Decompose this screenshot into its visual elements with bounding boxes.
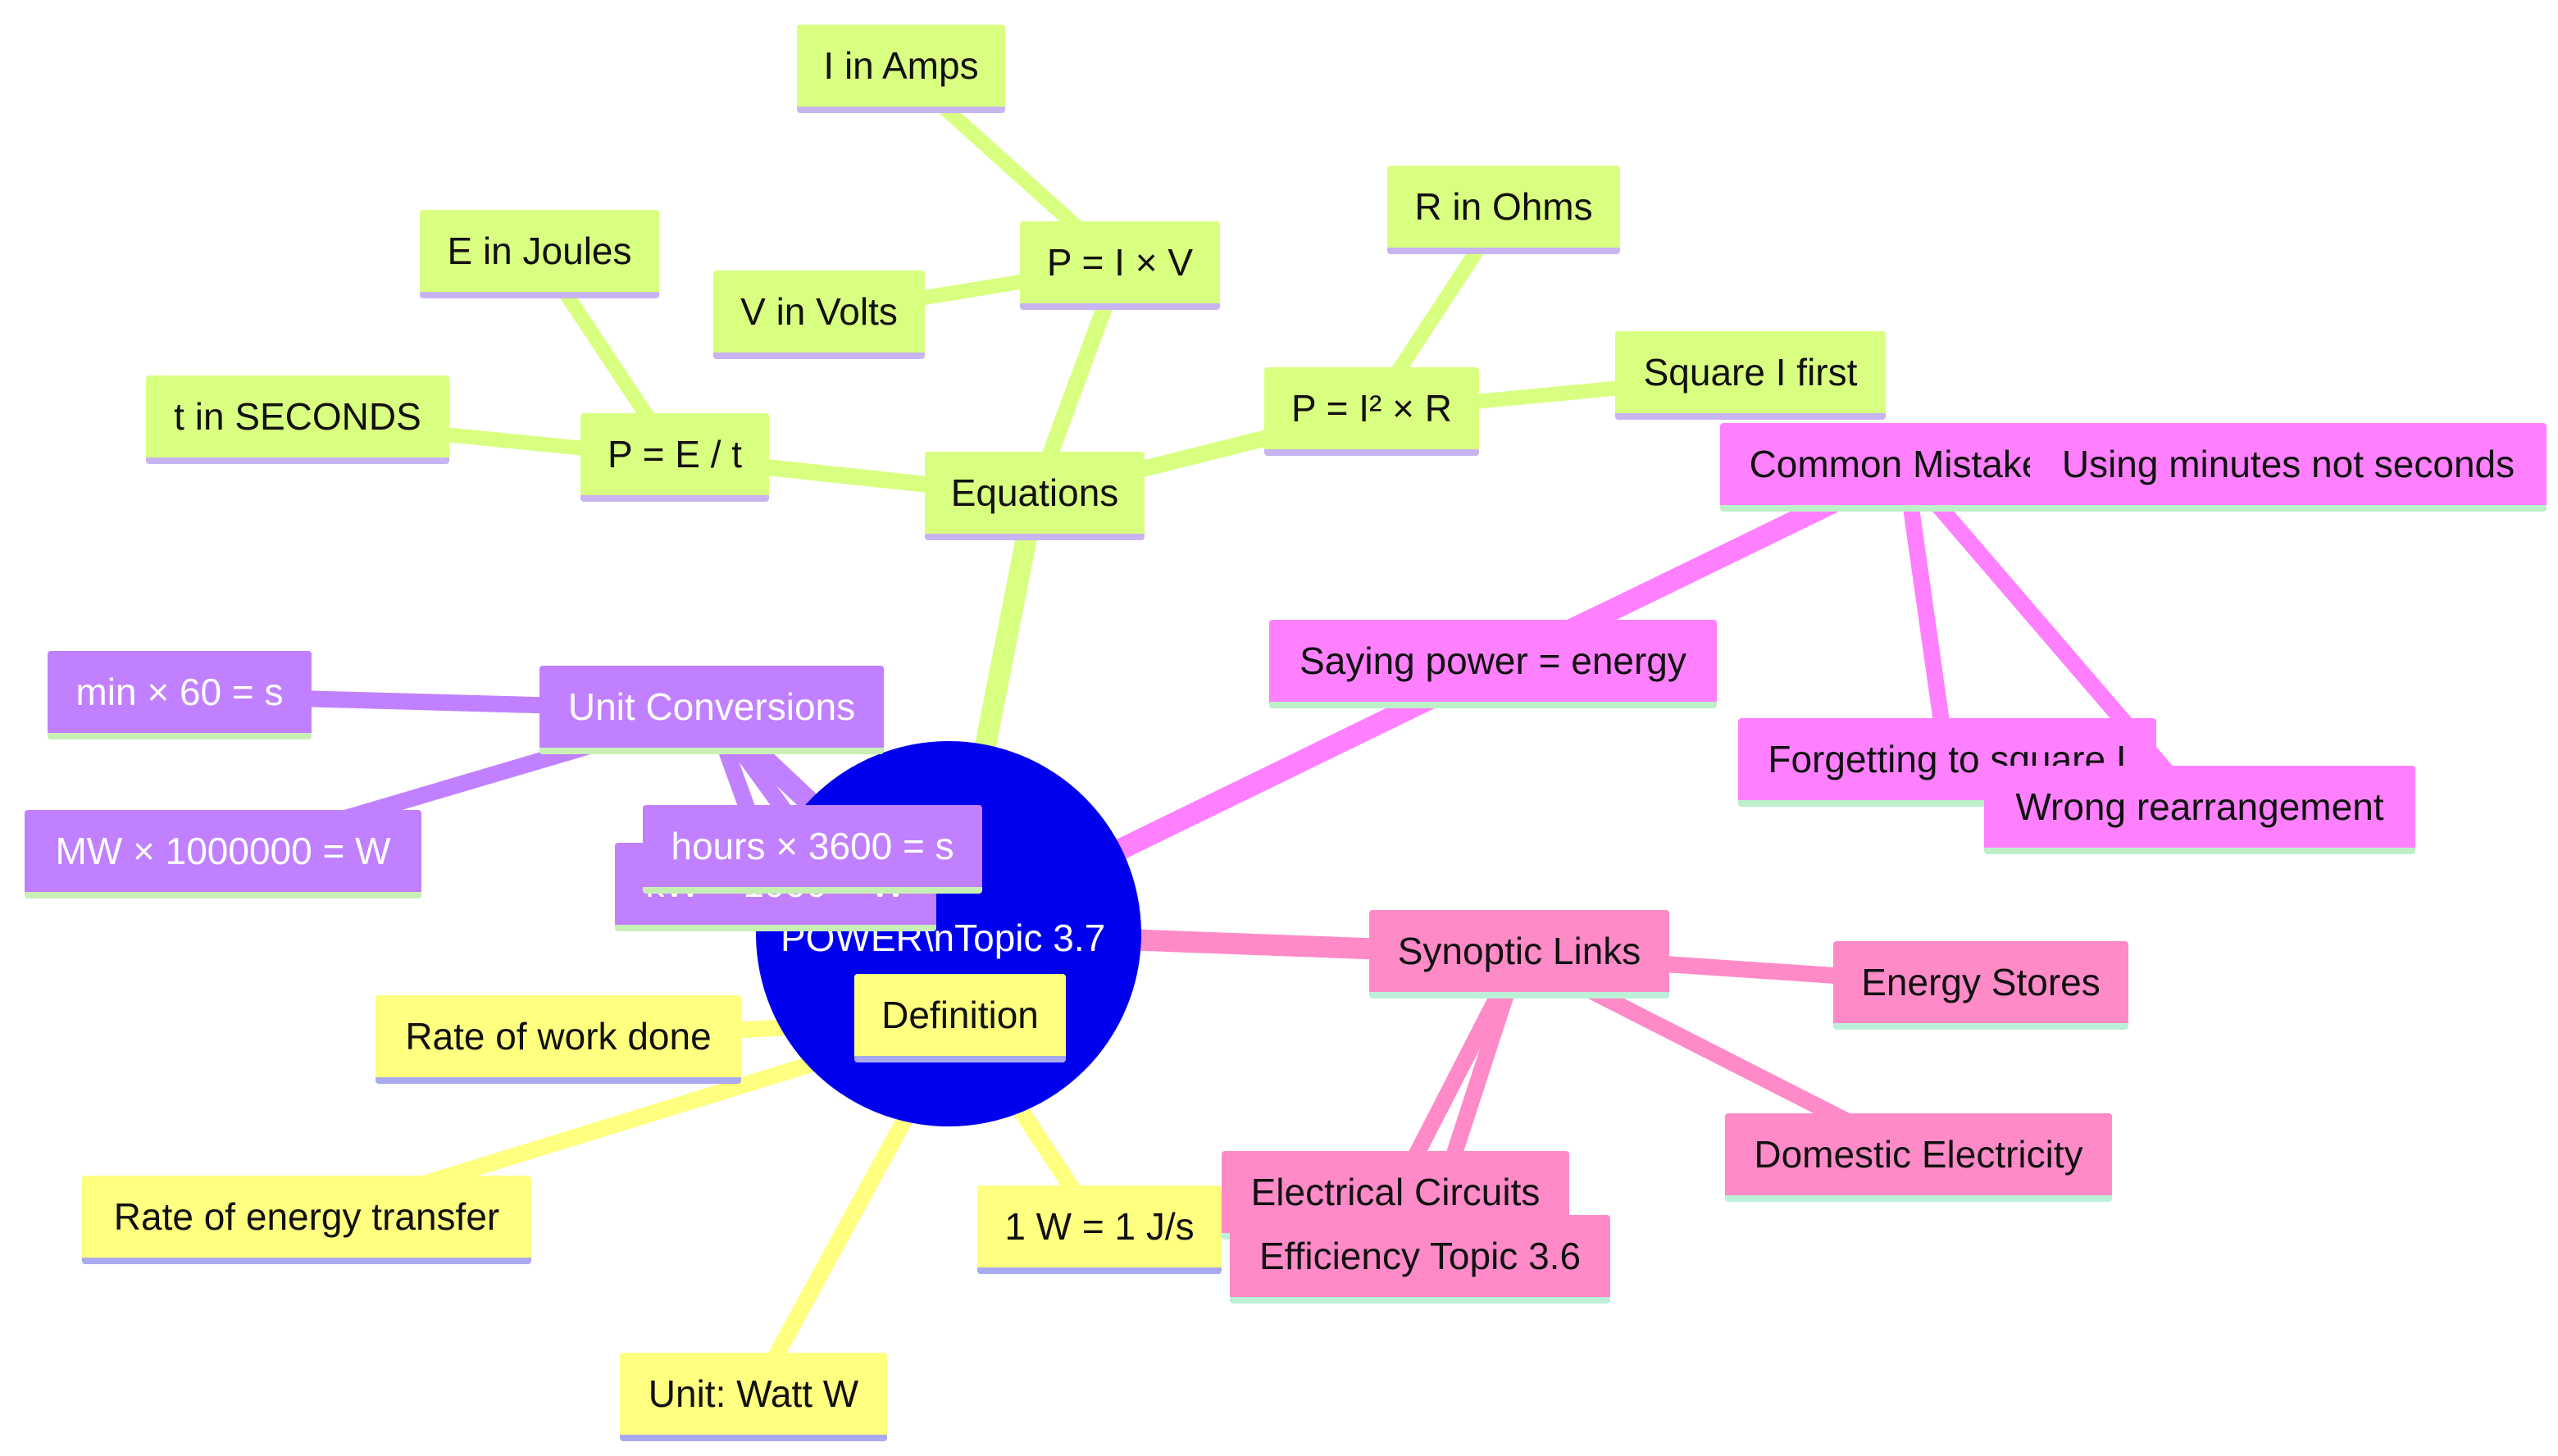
branch-conversions[interactable]: Unit Conversions <box>539 666 884 754</box>
node-efficiency-label: Efficiency Topic 3.6 <box>1259 1235 1582 1277</box>
node-mw[interactable]: MW × 1000000 = W <box>25 810 421 899</box>
node-minutes-label: Using minutes not seconds <box>2061 443 2515 485</box>
node-work-label: Rate of work done <box>405 1015 712 1058</box>
node-unit-label: Unit: Watt W <box>648 1372 859 1415</box>
node-v-volts[interactable]: V in Volts <box>713 271 925 359</box>
node-t-seconds[interactable]: t in SECONDS <box>146 375 449 464</box>
node-p-iv-label: P = I × V <box>1046 241 1194 284</box>
node-t-seconds-label: t in SECONDS <box>174 395 421 438</box>
branch-equations-label: Equations <box>950 471 1119 514</box>
branch-definition[interactable]: Definition <box>854 974 1066 1062</box>
node-stores[interactable]: Energy Stores <box>1833 941 2128 1030</box>
node-domestic-label: Domestic Electricity <box>1754 1133 2083 1176</box>
node-square-i-label: Square I first <box>1643 351 1858 394</box>
node-work[interactable]: Rate of work done <box>376 995 741 1084</box>
node-p-i2r-label: P = I² × R <box>1290 387 1453 430</box>
node-watt-def-label: 1 W = 1 J/s <box>1004 1205 1195 1248</box>
node-unit[interactable]: Unit: Watt W <box>620 1353 887 1441</box>
node-transfer-label: Rate of energy transfer <box>113 1195 500 1238</box>
node-r-ohms-label: R in Ohms <box>1414 185 1593 228</box>
node-i-amps[interactable]: I in Amps <box>797 25 1005 113</box>
node-p-iv[interactable]: P = I × V <box>1020 221 1220 310</box>
node-minutes-conv-label: min × 60 = s <box>75 671 284 713</box>
node-minutes-conv[interactable]: min × 60 = s <box>48 651 312 739</box>
node-power-energy-label: Saying power = energy <box>1299 639 1686 682</box>
node-v-volts-label: V in Volts <box>740 290 898 333</box>
node-domestic[interactable]: Domestic Electricity <box>1725 1113 2112 1202</box>
node-stores-label: Energy Stores <box>1861 961 2101 1003</box>
branch-conversions-label: Unit Conversions <box>567 685 856 728</box>
branch-synoptic[interactable]: Synoptic Links <box>1369 910 1669 999</box>
node-i-amps-label: I in Amps <box>823 44 979 87</box>
node-e-joules-label: E in Joules <box>447 230 632 272</box>
node-power-energy[interactable]: Saying power = energy <box>1269 620 1717 708</box>
node-minutes[interactable]: Using minutes not seconds <box>2030 423 2547 512</box>
branch-definition-label: Definition <box>881 994 1039 1036</box>
node-p-et[interactable]: P = E / t <box>580 413 769 502</box>
node-mw-label: MW × 1000000 = W <box>55 830 391 872</box>
branch-synoptic-label: Synoptic Links <box>1397 930 1641 972</box>
node-p-et-label: P = E / t <box>607 433 743 475</box>
node-rearrange[interactable]: Wrong rearrangement <box>1984 766 2415 854</box>
node-r-ohms[interactable]: R in Ohms <box>1387 166 1620 254</box>
node-rearrange-label: Wrong rearrangement <box>2015 785 2384 828</box>
node-efficiency[interactable]: Efficiency Topic 3.6 <box>1230 1215 1610 1304</box>
node-transfer[interactable]: Rate of energy transfer <box>82 1176 531 1264</box>
node-square-i[interactable]: Square I first <box>1615 331 1886 420</box>
node-hours-label: hours × 3600 = s <box>671 825 954 867</box>
node-e-joules[interactable]: E in Joules <box>420 210 659 298</box>
branch-equations[interactable]: Equations <box>925 452 1145 540</box>
edge-mistakes-forget_square <box>1897 466 1955 764</box>
branch-mistakes-label: Common Mistakes <box>1749 443 2062 485</box>
branch-mistakes[interactable]: Common Mistakes <box>1720 423 2091 512</box>
node-circuits-label: Electrical Circuits <box>1250 1171 1541 1213</box>
node-hours[interactable]: hours × 3600 = s <box>643 805 982 894</box>
node-p-i2r[interactable]: P = I² × R <box>1264 367 1479 456</box>
node-watt-def[interactable]: 1 W = 1 J/s <box>977 1185 1222 1274</box>
